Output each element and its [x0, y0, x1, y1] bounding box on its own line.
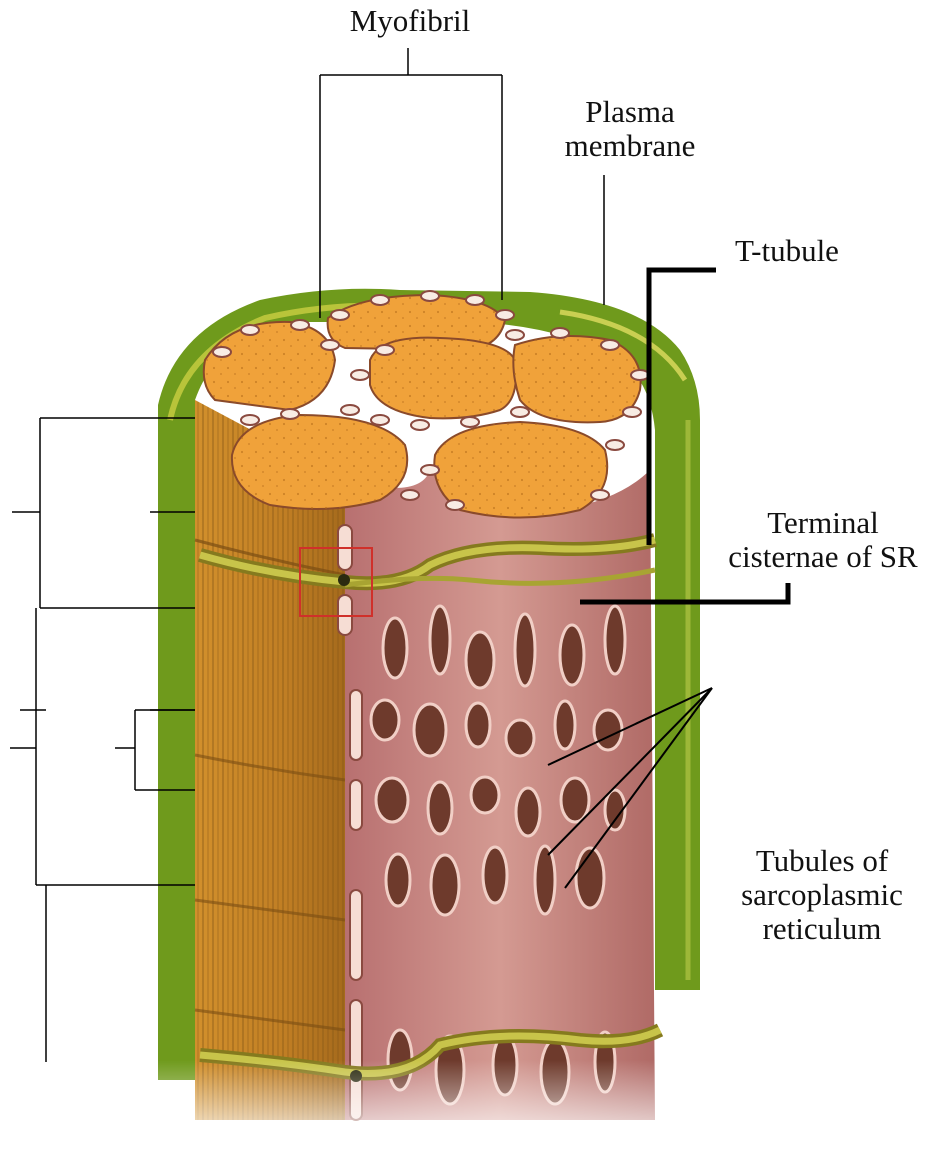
terminal-cisternae-label: Terminal cisternae of SR — [710, 506, 936, 574]
myofibril-label: Myofibril — [320, 4, 500, 38]
t-tubule-label: T-tubule — [712, 234, 862, 268]
sr-tubules-label-line1: Tubules of — [712, 844, 932, 878]
plasma-membrane-label-line2: membrane — [540, 129, 720, 163]
sr-tubules-label-line2: sarcoplasmic — [712, 878, 932, 912]
plasma-membrane-label-line1: Plasma — [540, 95, 720, 129]
plasma-membrane-label: Plasma membrane — [540, 95, 720, 163]
terminal-cisternae-label-line2: cisternae of SR — [710, 540, 936, 574]
bottom-fade — [150, 1060, 710, 1156]
sr-tubules-label-line3: reticulum — [712, 912, 932, 946]
terminal-cisternae-label-line1: Terminal — [710, 506, 936, 540]
sr-tubules-label: Tubules of sarcoplasmic reticulum — [712, 844, 932, 946]
